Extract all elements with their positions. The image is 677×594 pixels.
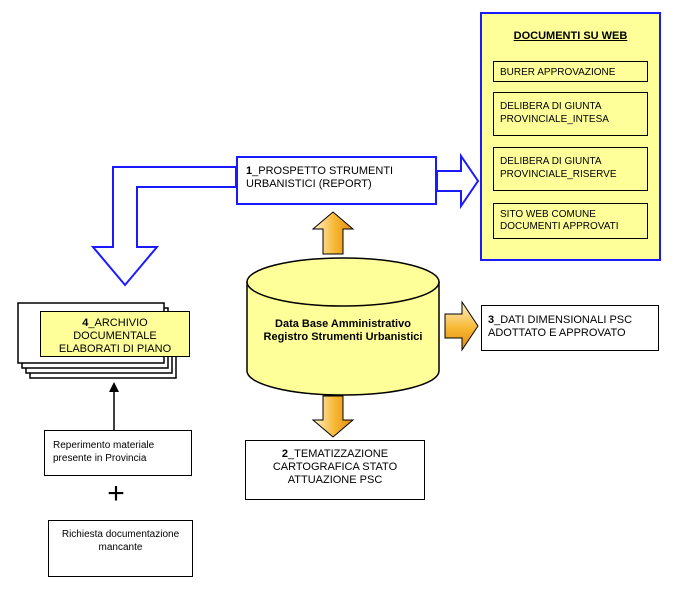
archivio-number: 4 xyxy=(82,317,89,329)
plus-sign: + xyxy=(107,477,125,510)
blue-bent-arrow xyxy=(90,166,237,287)
database-cylinder-top xyxy=(246,257,440,307)
web-item-sito-comune: SITO WEB COMUNE DOCUMENTI APPROVATI xyxy=(493,203,648,239)
dati-box: 3_DATI DIMENSIONALI PSC ADOTTATO E APPRO… xyxy=(481,305,659,351)
orange-up-arrow xyxy=(311,211,355,255)
web-item-delibera-intesa: DELIBERA DI GIUNTA PROVINCIALE_INTESA xyxy=(493,92,648,136)
database-cylinder xyxy=(246,281,440,396)
reperimento-box: Reperimento materiale presente in Provin… xyxy=(44,430,192,476)
web-item-burer: BURER APPROVAZIONE xyxy=(493,61,648,82)
prospetto-box: 1_PROSPETTO STRUMENTI URBANISTICI (REPOR… xyxy=(236,156,437,205)
richiesta-label: Richiesta documentazione mancante xyxy=(61,529,180,553)
web-panel-title: DOCUMENTI SU WEB xyxy=(513,30,628,42)
archivio-label: _ARCHIVIO DOCUMENTALE ELABORATI DI PIANO xyxy=(58,317,172,355)
database-label: Data Base Amministrativo Registro Strume… xyxy=(263,318,423,343)
web-item-delibera-riserve: DELIBERA DI GIUNTA PROVINCIALE_RISERVE xyxy=(493,147,648,191)
reperimento-label: Reperimento materiale presente in Provin… xyxy=(53,440,155,464)
archivio-box: 4_ARCHIVIO DOCUMENTALE ELABORATI DI PIAN… xyxy=(40,311,190,357)
tematizzazione-number: 2 xyxy=(281,448,289,460)
tematizzazione-label: _TEMATIZZAZIONE CARTOGRAFICA STATO ATTUA… xyxy=(272,448,398,486)
prospetto-label: _PROSPETTO STRUMENTI URBANISTICI (REPORT… xyxy=(246,165,394,190)
web-documents-panel: DOCUMENTI SU WEB BURER APPROVAZIONE DELI… xyxy=(480,12,661,261)
orange-down-arrow xyxy=(311,395,355,438)
dati-label: _DATI DIMENSIONALI PSC ADOTTATO E APPROV… xyxy=(488,314,633,339)
dati-number: 3 xyxy=(488,314,495,326)
blue-right-arrow xyxy=(436,152,480,210)
orange-right-arrow xyxy=(444,300,479,352)
tematizzazione-box: 2_TEMATIZZAZIONE CARTOGRAFICA STATO ATTU… xyxy=(245,440,425,500)
prospetto-number: 1 xyxy=(246,165,253,177)
richiesta-box: Richiesta documentazione mancante xyxy=(48,520,193,577)
